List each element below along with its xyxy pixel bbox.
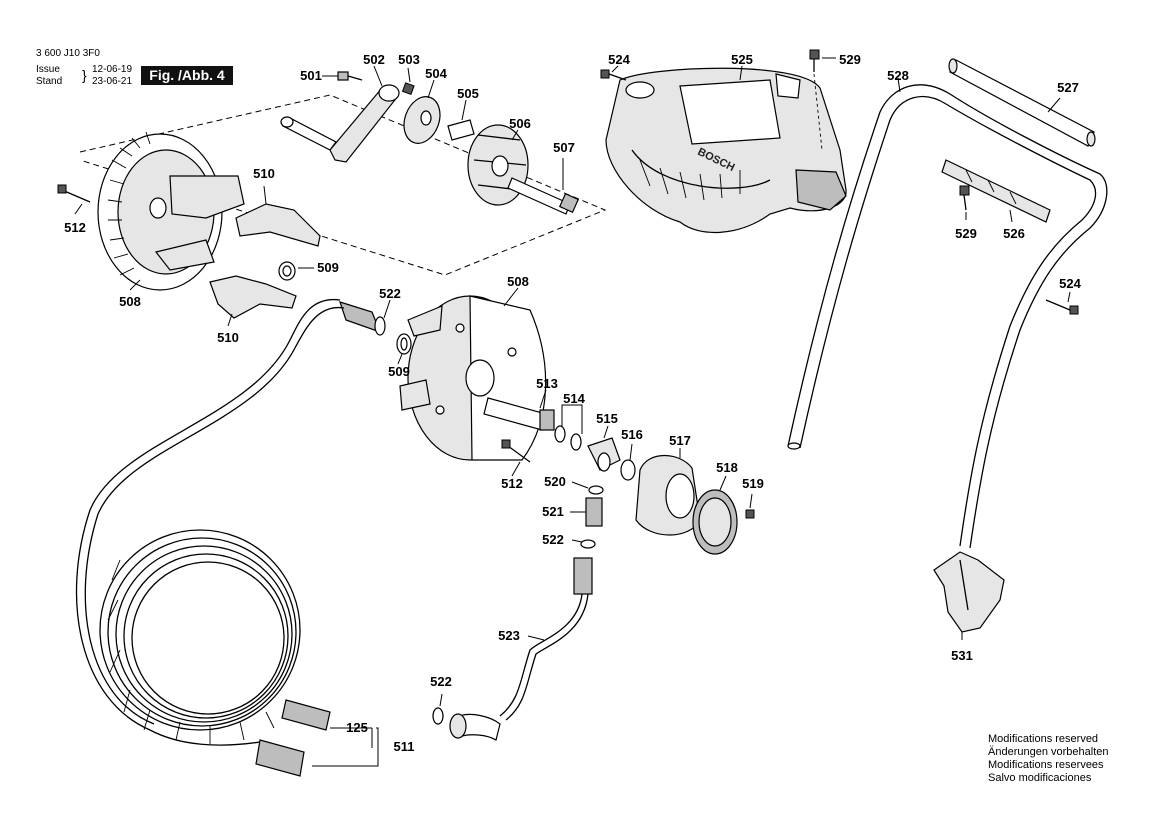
part-510-clip-top xyxy=(235,185,321,247)
part-501-screw xyxy=(322,71,363,81)
part-529-screw-top xyxy=(809,49,836,151)
label-518: 518 xyxy=(716,460,738,475)
label-515: 515 xyxy=(596,411,618,426)
part-523-connection-hose xyxy=(449,557,593,741)
part-526-bracket xyxy=(941,159,1051,223)
part-515-nut xyxy=(587,425,621,472)
label-502: 502 xyxy=(363,52,385,67)
label-526: 526 xyxy=(1003,226,1025,241)
part-505-pin xyxy=(447,99,475,141)
label-524-right: 524 xyxy=(1059,276,1081,291)
document-number: 3 600 J10 3F0 xyxy=(36,48,100,59)
label-125: 125 xyxy=(346,720,368,735)
part-521-nipple xyxy=(570,497,603,527)
label-510-top: 510 xyxy=(253,166,275,181)
label-522-bottom: 522 xyxy=(430,674,452,689)
part-510-clip-bottom xyxy=(209,275,297,327)
label-520: 520 xyxy=(544,474,566,489)
issue-date: 12-06-19 xyxy=(92,64,133,75)
label-529-top: 529 xyxy=(839,52,861,67)
label-522-middle: 522 xyxy=(542,532,564,547)
part-507-axle xyxy=(507,158,580,215)
figure-label: Fig. /Abb. 4 xyxy=(141,66,233,85)
part-508-reel-drum-right xyxy=(399,287,547,461)
label-501: 501 xyxy=(300,68,322,83)
label-531: 531 xyxy=(951,648,973,663)
label-521: 521 xyxy=(542,504,564,519)
label-508-left: 508 xyxy=(119,294,141,309)
part-520-oring xyxy=(571,481,604,495)
label-506: 506 xyxy=(509,116,531,131)
part-528-handle-frame xyxy=(787,77,1108,549)
part-512-screw-left xyxy=(57,184,91,215)
label-525: 525 xyxy=(731,52,753,67)
label-522-top: 522 xyxy=(379,286,401,301)
part-524-screw-right xyxy=(1045,291,1079,315)
label-509-middle: 509 xyxy=(388,364,410,379)
stand-label: Stand xyxy=(36,76,63,87)
label-505: 505 xyxy=(457,86,479,101)
label-504: 504 xyxy=(425,66,447,81)
part-527-grip xyxy=(948,58,1096,147)
part-525-control-panel xyxy=(605,65,847,234)
part-516-ring xyxy=(620,443,636,481)
label-511: 511 xyxy=(393,739,415,754)
part-517-housing xyxy=(635,448,701,536)
part-514-seals xyxy=(554,404,583,451)
label-512-left: 512 xyxy=(64,220,86,235)
part-502-crank xyxy=(280,65,400,163)
label-514: 514 xyxy=(563,391,585,406)
header-brace: } xyxy=(82,67,87,83)
label-513: 513 xyxy=(536,376,558,391)
label-523: 523 xyxy=(498,628,520,643)
part-509-ring-top xyxy=(278,261,314,281)
stand-date: 23-06-21 xyxy=(92,76,133,87)
label-509-top: 509 xyxy=(317,260,339,275)
label-508-right: 508 xyxy=(507,274,529,289)
part-512-screw-middle xyxy=(501,439,531,477)
label-524-top: 524 xyxy=(608,52,630,67)
assembly-dashed-outline xyxy=(79,94,607,276)
label-528: 528 xyxy=(887,68,909,83)
part-522-hose-connector-top xyxy=(339,299,391,336)
label-519: 519 xyxy=(742,476,764,491)
part-529-screw-bottom xyxy=(959,185,970,220)
label-510-bottom: 510 xyxy=(217,330,239,345)
modifications-note: Modifications reserved Änderungen vorbeh… xyxy=(988,733,1108,785)
label-507: 507 xyxy=(553,140,575,155)
issue-label: Issue xyxy=(36,64,60,75)
label-512-middle: 512 xyxy=(501,476,523,491)
part-509-ring-middle xyxy=(396,333,412,365)
part-522-washer-bottom xyxy=(432,693,444,725)
part-518-cover xyxy=(692,475,738,555)
label-503: 503 xyxy=(398,52,420,67)
label-517: 517 xyxy=(669,433,691,448)
label-516: 516 xyxy=(621,427,643,442)
label-527: 527 xyxy=(1057,80,1079,95)
part-519-screw xyxy=(745,493,755,519)
note-line-es: Salvo modificaciones xyxy=(988,772,1092,784)
note-line-de: Änderungen vorbehalten xyxy=(988,746,1109,758)
note-line-en: Modifications reserved xyxy=(988,733,1099,745)
part-513-shaft xyxy=(483,389,555,431)
part-511-hose xyxy=(75,299,379,777)
part-524-screw-top xyxy=(600,65,627,81)
part-522-washer-middle xyxy=(571,539,596,549)
note-line-fr: Modifications reservees xyxy=(988,759,1104,771)
part-503-screw xyxy=(401,67,415,96)
part-531-foot xyxy=(933,551,1005,640)
label-529-bottom: 529 xyxy=(955,226,977,241)
part-508-reel-flange-left xyxy=(97,131,245,291)
part-504-disc xyxy=(403,79,441,144)
